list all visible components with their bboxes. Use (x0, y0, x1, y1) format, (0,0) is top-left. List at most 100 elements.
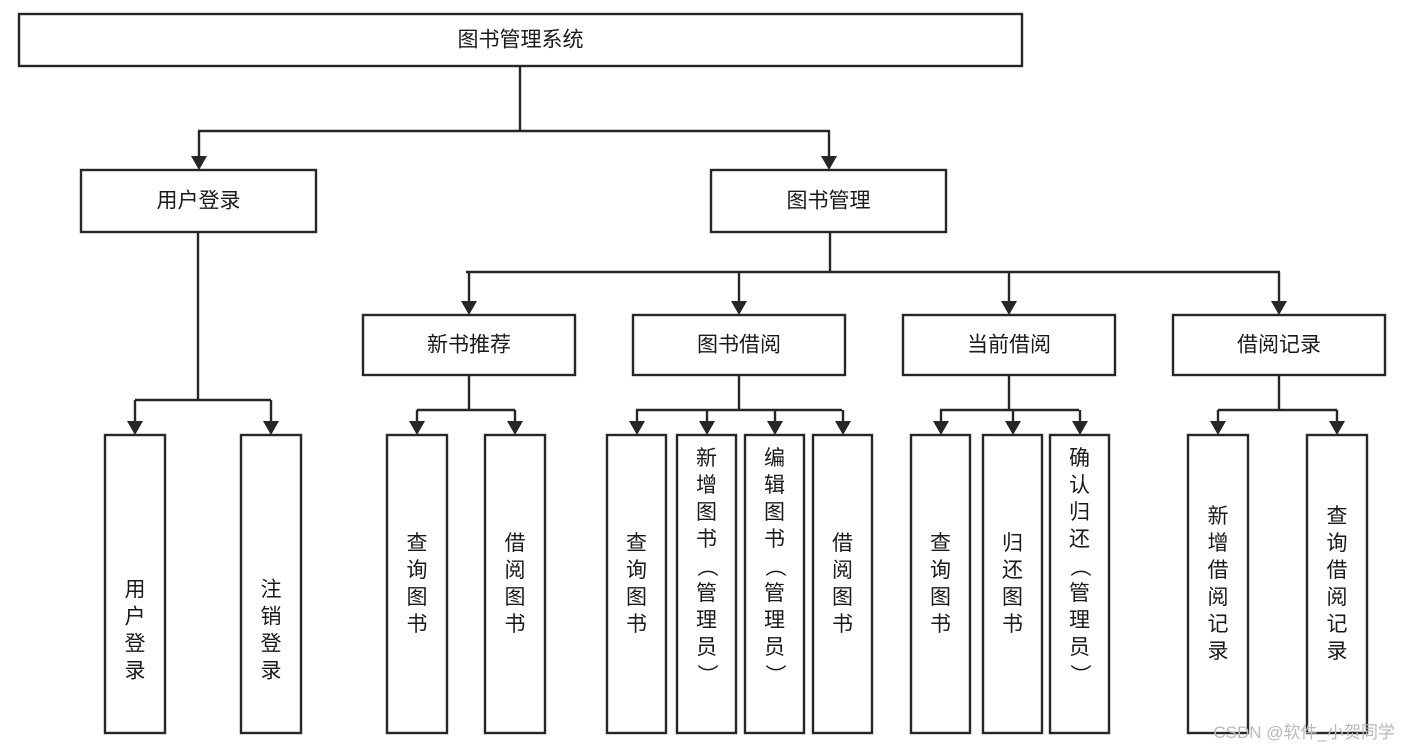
node-box (1305, 433, 1369, 735)
node-label: 借阅记录 (1237, 334, 1321, 357)
node-label: 当前借阅 (967, 334, 1051, 357)
svg-text:书: 书 (1002, 613, 1023, 636)
svg-text:员: 员 (696, 636, 717, 659)
svg-text:录: 录 (261, 660, 282, 683)
svg-text:图: 图 (407, 586, 428, 609)
edge-book-manage-to-current-borrow (1001, 272, 1017, 315)
node-layer: 图书管理系统用户登录图书管理新书推荐图书借阅当前借阅借阅记录用户登录注销登录查询… (17, 12, 1387, 735)
svg-text:归: 归 (1002, 532, 1023, 555)
node-root[interactable]: 图书管理系统 (17, 12, 1024, 68)
edge-book-manage-to-new-book-recommend (461, 272, 477, 315)
edge-book-borrow-to-leaf-add-book-admin (699, 410, 715, 435)
node-label: 新书推荐 (427, 334, 511, 357)
svg-text:查: 查 (1327, 505, 1348, 528)
svg-text:确: 确 (1069, 447, 1090, 470)
svg-text:图: 图 (764, 501, 785, 524)
svg-text:录: 录 (1327, 640, 1348, 663)
node-label: 图书管理系统 (458, 29, 584, 52)
node-book-manage[interactable]: 图书管理 (709, 168, 948, 234)
edge-book-manage-to-book-borrow (731, 272, 747, 315)
connector-bar-borrow-record (1218, 375, 1337, 412)
svg-text:户: 户 (125, 606, 146, 629)
node-new-book-recommend[interactable]: 新书推荐 (361, 313, 577, 377)
svg-text:借: 借 (1208, 559, 1229, 582)
edge-root-to-book-manage (821, 131, 837, 170)
svg-text:新: 新 (696, 447, 717, 470)
svg-text:理: 理 (764, 609, 785, 632)
svg-text:图: 图 (930, 586, 951, 609)
node-box (1171, 313, 1387, 377)
connector-bar-new-book (417, 375, 515, 412)
node-label: 用户登录 (157, 190, 241, 213)
svg-text:借: 借 (1327, 559, 1348, 582)
svg-text:编: 编 (764, 447, 785, 470)
node-box (239, 433, 303, 735)
node-box (17, 12, 1024, 68)
svg-text:询: 询 (1327, 532, 1348, 555)
node-box (361, 313, 577, 377)
edge-root-to-user-login (191, 131, 207, 170)
svg-text:新: 新 (1208, 505, 1229, 528)
node-book-borrow[interactable]: 图书借阅 (631, 313, 847, 377)
node-box (901, 313, 1117, 377)
node-label: 图书借阅 (697, 334, 781, 357)
svg-text:辑: 辑 (764, 474, 785, 497)
node-leaf-user-login[interactable]: 用户登录 (103, 433, 167, 735)
svg-text:阅: 阅 (832, 559, 853, 582)
svg-text:用: 用 (125, 579, 146, 602)
node-current-borrow[interactable]: 当前借阅 (901, 313, 1117, 377)
svg-text:书: 书 (696, 528, 717, 551)
node-box (1186, 433, 1250, 735)
node-box (103, 433, 167, 735)
node-borrow-record[interactable]: 借阅记录 (1171, 313, 1387, 377)
svg-text:书: 书 (832, 613, 853, 636)
edge-new-book-recommend-to-leaf-query-book-1 (409, 410, 425, 435)
node-box (675, 433, 738, 735)
svg-text:增: 增 (1208, 532, 1229, 555)
node-box (483, 433, 547, 735)
node-box (79, 168, 318, 234)
node-box (631, 313, 847, 377)
svg-text:归: 归 (1069, 501, 1090, 524)
svg-text:查: 查 (407, 532, 428, 555)
node-label: 用户登录 (125, 579, 146, 683)
svg-text:书: 书 (505, 613, 526, 636)
connector-bar-book-manage (466, 232, 1280, 274)
svg-text:员: 员 (764, 636, 785, 659)
svg-text:（: （ (1068, 556, 1091, 577)
node-box (909, 433, 972, 735)
svg-text:询: 询 (626, 559, 647, 582)
edge-current-borrow-to-leaf-confirm-return-admin (1072, 410, 1088, 435)
node-box (709, 168, 948, 234)
node-user-login[interactable]: 用户登录 (79, 168, 318, 234)
svg-text:销: 销 (261, 606, 282, 629)
svg-text:理: 理 (1069, 609, 1090, 632)
svg-text:录: 录 (125, 660, 146, 683)
svg-text:图: 图 (1002, 586, 1023, 609)
svg-text:录: 录 (1208, 640, 1229, 663)
node-box (743, 433, 806, 735)
edge-current-borrow-to-leaf-return-book (1005, 410, 1021, 435)
connector-bar-user-login (135, 232, 271, 402)
svg-text:认: 认 (1069, 474, 1090, 497)
